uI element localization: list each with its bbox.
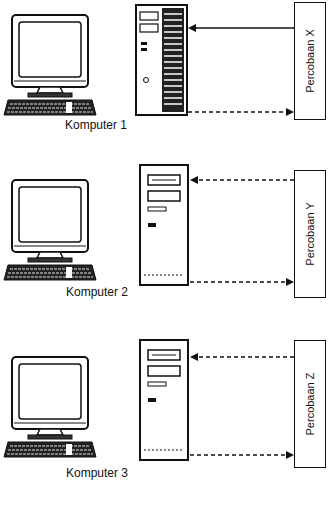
dashed-arrow: [190, 353, 294, 361]
experiment-box: Percobaan Y: [294, 170, 326, 298]
experiment-box: Percobaan Z: [294, 340, 326, 468]
computer-label: Komputer 1: [63, 118, 129, 132]
dashed-arrow: [190, 176, 294, 184]
dashed-arrow: [190, 278, 294, 286]
dashed-arrow: [188, 108, 294, 116]
computer-node: Komputer 1: [4, 4, 188, 132]
signal-arrow: [188, 24, 294, 32]
computer-node: Komputer 2: [4, 160, 190, 299]
experiment-label: Percobaan Z: [304, 373, 317, 436]
computer-label: Komputer 3: [64, 466, 130, 480]
dashed-arrow: [190, 451, 294, 459]
computer-node: Komputer 3: [4, 336, 190, 480]
experiment-label: Percobaan X: [304, 29, 317, 93]
computer-label: Komputer 2: [64, 285, 130, 299]
experiment-box: Percobaan X: [294, 2, 326, 120]
experiment-label: Percobaan Y: [304, 202, 317, 265]
